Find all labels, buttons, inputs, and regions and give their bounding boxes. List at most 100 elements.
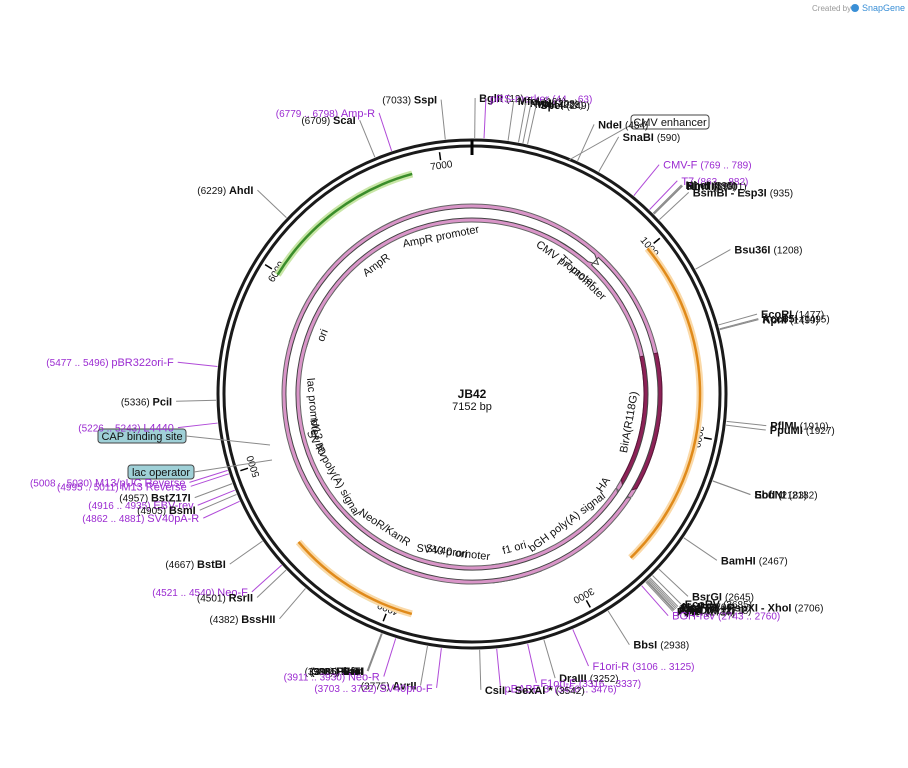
site-sbfi[interactable]: SbfI (2183) (754, 490, 807, 502)
site-bstz17i[interactable]: (4957) BstZ17I (119, 493, 190, 505)
feature-ha[interactable] (281, 203, 663, 585)
site-pcii[interactable]: (5336) PciI (121, 396, 172, 408)
site-snabi[interactable]: SnaBI (590) (623, 132, 681, 144)
site-ecorv[interactable]: EcoRV (2685) (685, 599, 752, 611)
site-bamhi[interactable]: BamHI (2467) (721, 555, 788, 567)
site-leader (646, 580, 675, 611)
site-bmti[interactable]: BmtI (899) (686, 181, 737, 193)
feature-label: HA (594, 475, 613, 495)
site-neo-f[interactable]: (4521 .. 4540) Neo-F (152, 587, 248, 599)
site-pflmi[interactable]: PflMI (1910) (770, 421, 828, 433)
plasmid-name: JB42 (458, 387, 487, 401)
site-xbai[interactable]: XbaI (2712) (680, 604, 735, 616)
tick-mark (382, 613, 387, 622)
site-leader (652, 575, 682, 605)
site-bstbi[interactable]: (4667) BstBI (165, 559, 225, 571)
site-spei[interactable]: SpeI (249) (540, 100, 590, 112)
site-amp-r[interactable]: (6779 .. 6798) Amp-R (276, 108, 375, 120)
site-ebv-rev[interactable]: (4916 .. 4935) EBV-rev (88, 500, 194, 512)
site-leader (190, 473, 229, 487)
site-bbsi[interactable]: BbsI (2938) (633, 640, 689, 652)
site-leader (440, 99, 446, 140)
site-leader (383, 638, 397, 677)
site-ecori[interactable]: EcoRI (1477) (761, 309, 824, 321)
site-leader (726, 424, 766, 431)
site-leader (726, 420, 767, 427)
site-bsmi[interactable]: (4905) BsmI (137, 505, 196, 517)
feature-t7-promoter[interactable] (285, 207, 659, 581)
site-ahdi[interactable]: (6229) AhdI (197, 185, 253, 197)
site-rsrii[interactable]: (4501) RsrII (197, 593, 253, 605)
tick-mark (438, 152, 442, 161)
site-csii-sexai[interactable]: CsiI - SexAI * (3542) (485, 685, 585, 697)
site-bsmbi-esp3i[interactable]: BsmBI - Esp3I (935) (693, 187, 793, 199)
site-cmv-f[interactable]: CMV-F (769 .. 789) (663, 160, 751, 172)
site-pmei[interactable]: PmeI (2727) (677, 606, 735, 618)
site-ndei[interactable]: NdeI (484) (598, 119, 648, 131)
site-sfoi[interactable]: (3986) SfoI (311, 666, 363, 678)
site-leader (633, 164, 660, 196)
site-leader (496, 648, 502, 689)
cap-binding-site-box: CAP binding site (97, 428, 271, 446)
site-leader (577, 124, 595, 162)
site-prs-marker[interactable]: pRS-marker (44 .. 63) (490, 93, 592, 105)
site-leader (572, 629, 589, 667)
site-sv40pro-f[interactable]: (3703 .. 3722) SV40pro-F (314, 683, 433, 695)
site-bsrgi[interactable]: BsrGI (2645) (692, 591, 754, 603)
site-pbr322ori-f[interactable]: (5477 .. 5496) pBR322ori-F (46, 357, 174, 369)
site-leader (652, 184, 682, 214)
site-leader (522, 103, 532, 144)
tick-mark (240, 467, 249, 472)
site-leader (229, 540, 263, 565)
site-noti[interactable]: NotI (2700) (682, 602, 735, 614)
site-f1ori-f[interactable]: F1ori-F (3316 .. 3337) (540, 678, 641, 690)
site-leader (527, 643, 537, 684)
site-m13-reverse[interactable]: (4995 .. 5011) M13 Reverse (57, 481, 187, 493)
site-pluti[interactable]: (3988) PluTI (305, 666, 364, 678)
site-bgh-rev[interactable]: BGH-rev (2743 .. 2760) (672, 611, 780, 623)
svg-text:lac operator: lac operator (132, 467, 190, 479)
site-sv40pa-r[interactable]: (4862 .. 4881) SV40pA-R (82, 513, 199, 525)
site-ppumi[interactable]: PpuMI (1927) (770, 425, 835, 437)
site-hindiii[interactable]: HindIII (901) (687, 181, 747, 193)
site-f1ori-r[interactable]: F1ori-R (3106 .. 3125) (593, 661, 695, 673)
site-kasi[interactable]: (3984) KasI (309, 666, 364, 678)
site-leader (279, 588, 306, 620)
site-pbabe-3[interactable]: pBABE 3' (3456 .. 3476) (505, 684, 617, 696)
feature-band (297, 541, 413, 616)
site-l4440[interactable]: (5226 .. 5243) L4440 (78, 423, 174, 435)
site-sspi[interactable]: (7033) SspI (382, 95, 437, 107)
tick-mark (703, 436, 712, 440)
site-pspomi[interactable]: PspOMI (2718) (679, 605, 752, 617)
feature-label: ori (315, 328, 331, 344)
site-mfei[interactable]: MfeI (161) (518, 96, 566, 108)
site-avrii[interactable]: (3775) AvrII (361, 680, 417, 692)
site-leader (647, 579, 677, 610)
site-bsu36i[interactable]: Bsu36I (1208) (734, 245, 802, 257)
site-paer7i-pspxi-xhoi[interactable]: PaeR7I - PspXI - XhoI (2706) (681, 603, 824, 615)
site-nari[interactable]: (3985) NarI (311, 666, 364, 678)
site-scai[interactable]: (6709) ScaI (301, 115, 355, 127)
site-m13-puc-reverse[interactable]: (5008 .. 5030) M13/pUC Reverse (30, 477, 186, 489)
site-leader (194, 483, 233, 499)
site-econi[interactable]: EcoNI (2182) (754, 489, 817, 501)
site-nhei[interactable]: NheI (895) (685, 180, 735, 192)
site-leader (479, 649, 482, 690)
tick-mark (264, 264, 273, 270)
site-kpni[interactable]: KpnI (1499) (763, 315, 819, 327)
site-draiii[interactable]: DraIII (3252) (559, 673, 618, 685)
feature-label: SV40 ori (424, 543, 468, 562)
brand-created-by: Created by (812, 4, 851, 13)
site-neo-r[interactable]: (3911 .. 3930) Neo-R (284, 672, 380, 684)
site-leader (177, 361, 218, 367)
site-bsshii[interactable]: (4382) BssHII (210, 614, 276, 626)
site-leader (257, 189, 287, 219)
site-leader (718, 313, 758, 326)
site-acc65i[interactable]: Acc65I (1495) (762, 314, 829, 326)
site-leader (607, 610, 630, 645)
site-t7[interactable]: T7 (863 .. 882) (681, 176, 748, 188)
site-leader (203, 500, 240, 519)
site-apai[interactable]: ApaI (2722) (678, 606, 734, 618)
site-mlui[interactable]: MluI (228) (535, 99, 583, 111)
